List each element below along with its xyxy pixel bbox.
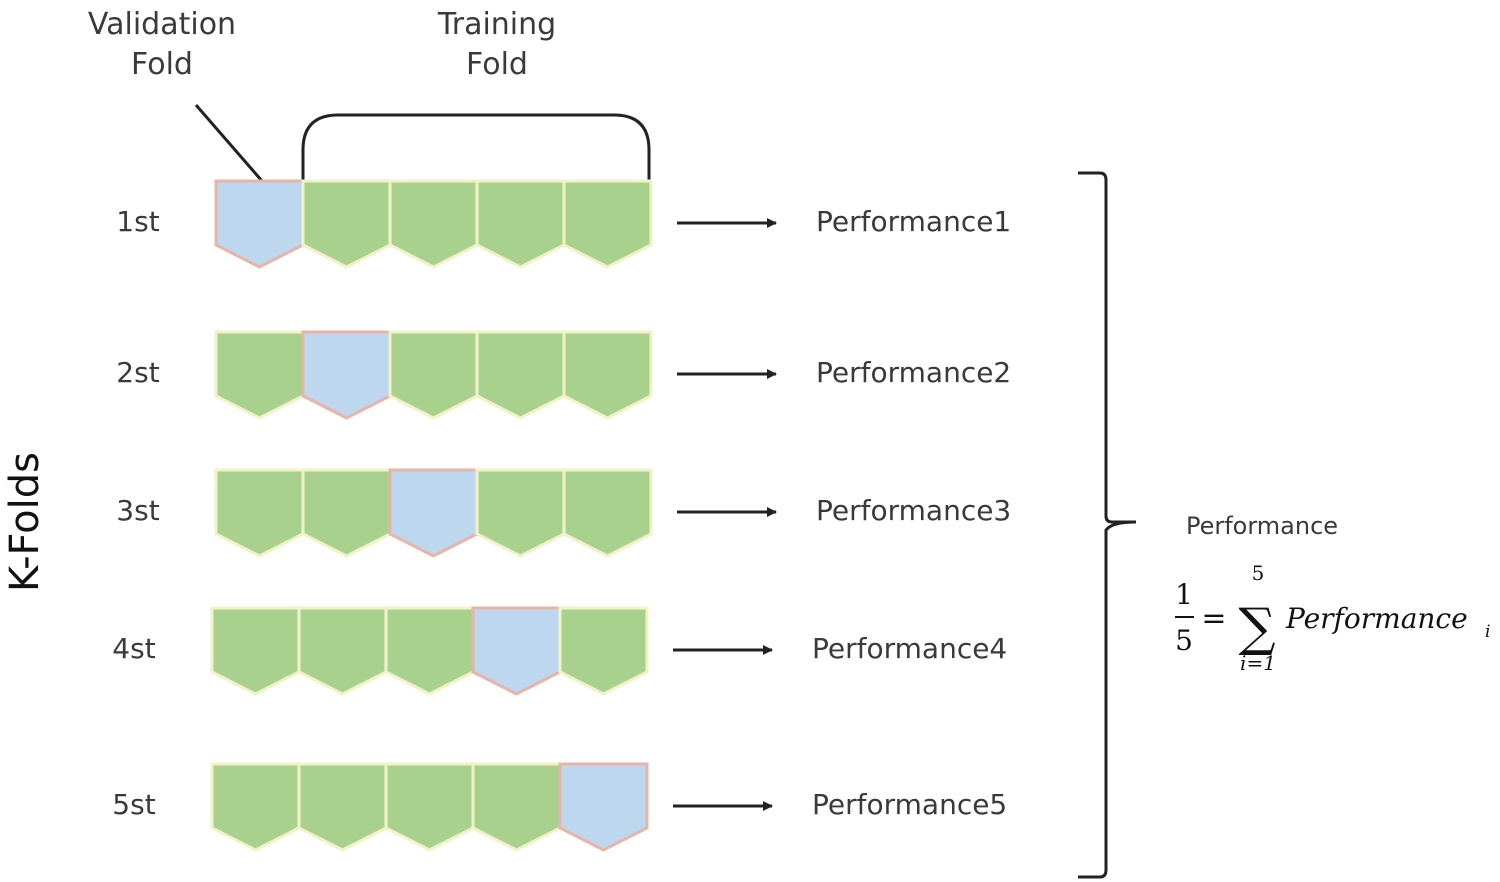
training-fold-block — [475, 179, 566, 269]
training-fold-block — [562, 468, 653, 558]
fold-row: 5st Performance5 — [112, 762, 1007, 852]
training-fold-brace — [301, 113, 651, 181]
training-fold-block — [297, 606, 388, 696]
training-fold-block — [210, 606, 301, 696]
sum-lower-limit: i=1 — [1240, 651, 1276, 675]
sum-term-subscript: i — [1485, 622, 1490, 642]
fold-row-label: 3st — [116, 494, 159, 527]
validation-pointer-line — [194, 104, 264, 182]
validation-fold-block — [388, 468, 479, 558]
performance-label: Performance2 — [816, 356, 1011, 389]
training-fold-block — [384, 762, 475, 852]
training-fold-block — [301, 468, 392, 558]
training-fold-block — [475, 330, 566, 420]
fold-row: 1st Performance1 — [116, 179, 1011, 269]
fold-row-label: 1st — [116, 205, 159, 238]
training-fold-block — [384, 606, 475, 696]
validation-fold-label-line1: Validation — [88, 7, 236, 42]
validation-fold-block — [301, 330, 392, 420]
training-fold-block — [471, 762, 562, 852]
training-fold-block — [388, 330, 479, 420]
training-fold-block — [210, 762, 301, 852]
training-fold-block — [214, 468, 305, 558]
fold-row-label: 4st — [112, 632, 155, 665]
validation-fold-label-line2: Fold — [131, 47, 193, 82]
training-fold-block — [301, 179, 392, 269]
fold-row: 4st Performance4 — [112, 606, 1007, 696]
training-fold-label-line1: Training — [437, 7, 556, 42]
kfolds-axis-label: K-Folds — [2, 452, 48, 592]
training-fold-block — [558, 606, 649, 696]
training-fold-label-line2: Fold — [466, 47, 528, 82]
training-fold-block — [388, 179, 479, 269]
fold-row: 2st Performance2 — [116, 330, 1011, 420]
training-fold-block — [562, 330, 653, 420]
sum-upper-limit: 5 — [1252, 561, 1265, 585]
equals-sign: = — [1201, 601, 1226, 636]
fold-row: 3st Performance3 — [116, 468, 1011, 558]
validation-fold-block — [471, 606, 562, 696]
fraction-numerator: 1 — [1175, 578, 1193, 611]
training-fold-block — [562, 179, 653, 269]
validation-fold-block — [214, 179, 305, 269]
fraction-denominator: 5 — [1175, 624, 1193, 657]
fold-row-label: 5st — [112, 788, 155, 821]
fold-row-label: 2st — [116, 356, 159, 389]
performance-label: Performance4 — [812, 632, 1007, 665]
performance-label: Performance1 — [816, 205, 1011, 238]
training-fold-block — [297, 762, 388, 852]
training-fold-block — [475, 468, 566, 558]
summary-title: Performance — [1186, 512, 1338, 540]
sigma-symbol: ∑ — [1238, 598, 1275, 658]
performance-label: Performance5 — [812, 788, 1007, 821]
summary-brace — [1078, 171, 1137, 879]
sum-term: Performance — [1285, 602, 1468, 635]
validation-fold-block — [558, 762, 649, 852]
training-fold-block — [214, 330, 305, 420]
performance-label: Performance3 — [816, 494, 1011, 527]
